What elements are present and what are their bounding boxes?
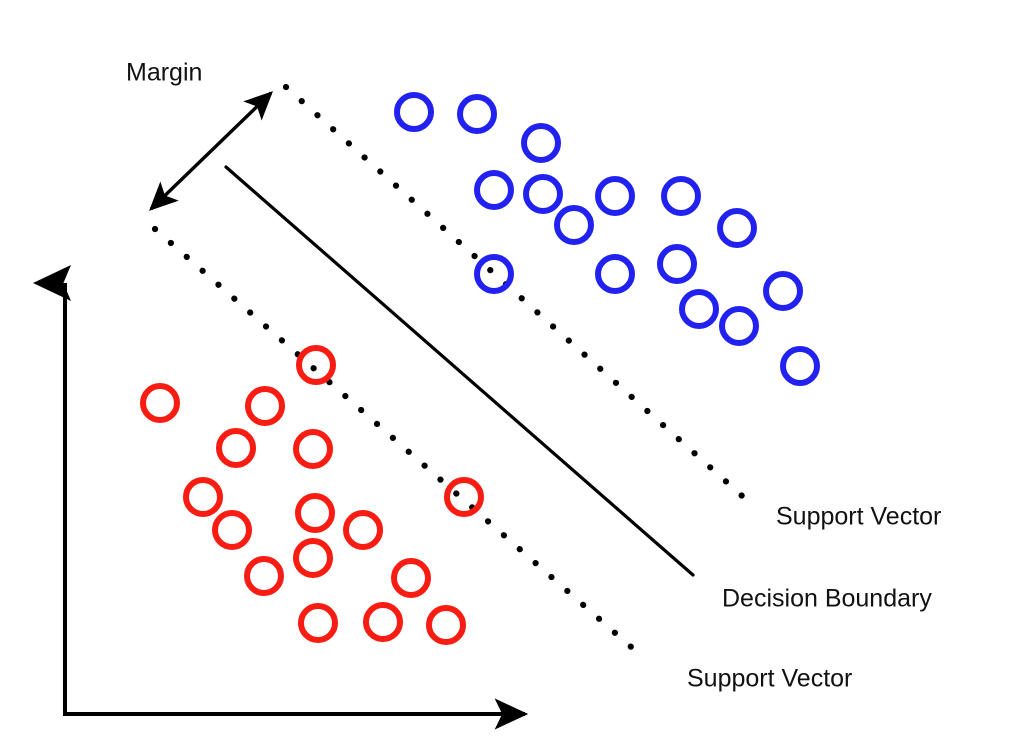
data-point — [657, 244, 697, 284]
support-vector-line-upper — [282, 83, 754, 507]
data-point — [183, 477, 223, 517]
support-vector-line-lower — [151, 225, 650, 664]
support-vector-bottom-label: Support Vector — [687, 665, 852, 693]
data-point — [244, 556, 284, 596]
data-point — [679, 289, 719, 329]
data-point — [780, 346, 820, 386]
data-point — [717, 208, 757, 248]
series-class-positive — [394, 92, 820, 386]
data-point — [391, 558, 431, 598]
data-point — [245, 386, 285, 426]
data-point — [216, 428, 256, 468]
data-point — [457, 94, 497, 134]
decision-boundary-line — [224, 165, 695, 577]
data-points-layer — [140, 92, 820, 645]
data-point — [474, 170, 514, 210]
data-point — [595, 176, 635, 216]
data-point — [343, 510, 383, 550]
support-vector-point — [474, 254, 514, 294]
axes-group — [33, 265, 529, 730]
data-point — [554, 205, 594, 245]
data-point — [595, 254, 635, 294]
data-point — [394, 92, 434, 132]
data-point — [295, 493, 335, 533]
separating-lines-group — [151, 83, 754, 664]
annotations-layer: Margin Support Vector Decision Boundary … — [126, 59, 941, 693]
data-point — [298, 603, 338, 643]
margin-arrow-group — [149, 91, 273, 211]
data-point — [523, 174, 563, 214]
series-class-negative — [140, 345, 484, 645]
data-point — [661, 176, 701, 216]
data-point — [293, 538, 333, 578]
data-point — [426, 605, 466, 645]
data-point — [212, 510, 252, 550]
decision-boundary-label: Decision Boundary — [722, 585, 932, 613]
data-point — [363, 602, 403, 642]
support-vector-top-label: Support Vector — [776, 503, 941, 531]
margin-double-arrow — [149, 91, 273, 211]
data-point — [293, 429, 333, 469]
data-point — [140, 383, 180, 423]
data-point — [763, 271, 803, 311]
margin-label: Margin — [126, 59, 202, 87]
support-vector-point — [444, 477, 484, 517]
data-point — [521, 123, 561, 163]
support-vector-point — [296, 345, 336, 385]
data-point — [719, 306, 759, 346]
